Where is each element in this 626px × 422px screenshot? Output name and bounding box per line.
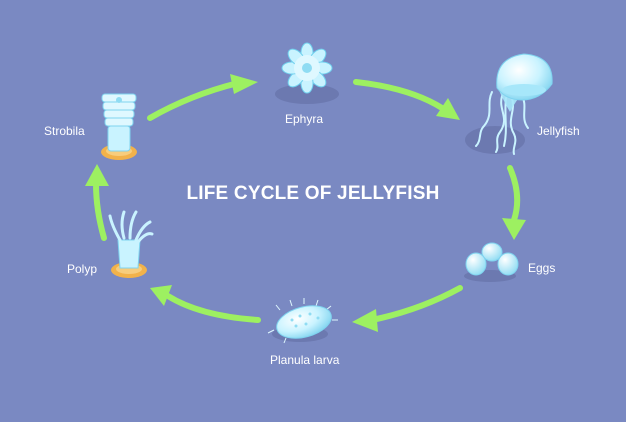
- diagram-title: LIFE CYCLE OF JELLYFISH: [186, 183, 440, 204]
- label-jellyfish: Jellyfish: [537, 124, 580, 138]
- arrow-ephyra-to-jellyfish: [353, 79, 460, 120]
- strobila-icon: [101, 93, 137, 160]
- polyp-icon: [108, 210, 154, 278]
- arrow-jellyfish-to-eggs: [502, 165, 526, 240]
- jellyfish-icon: [465, 53, 553, 155]
- label-planula-larva: Planula larva: [270, 353, 340, 367]
- label-eggs: Eggs: [528, 261, 556, 275]
- arrow-polyp-to-strobila: [85, 164, 109, 241]
- arrow-eggs-to-planula: [352, 285, 463, 332]
- label-strobila: Strobila: [44, 124, 85, 138]
- arrow-planula-to-polyp: [150, 285, 261, 323]
- eggs-icon: [464, 242, 519, 282]
- label-ephyra: Ephyra: [285, 112, 324, 126]
- planula-larva-icon: [267, 298, 338, 344]
- arrow-strobila-to-ephyra: [147, 74, 258, 121]
- ephyra-icon: [275, 42, 339, 104]
- label-polyp: Polyp: [67, 262, 98, 276]
